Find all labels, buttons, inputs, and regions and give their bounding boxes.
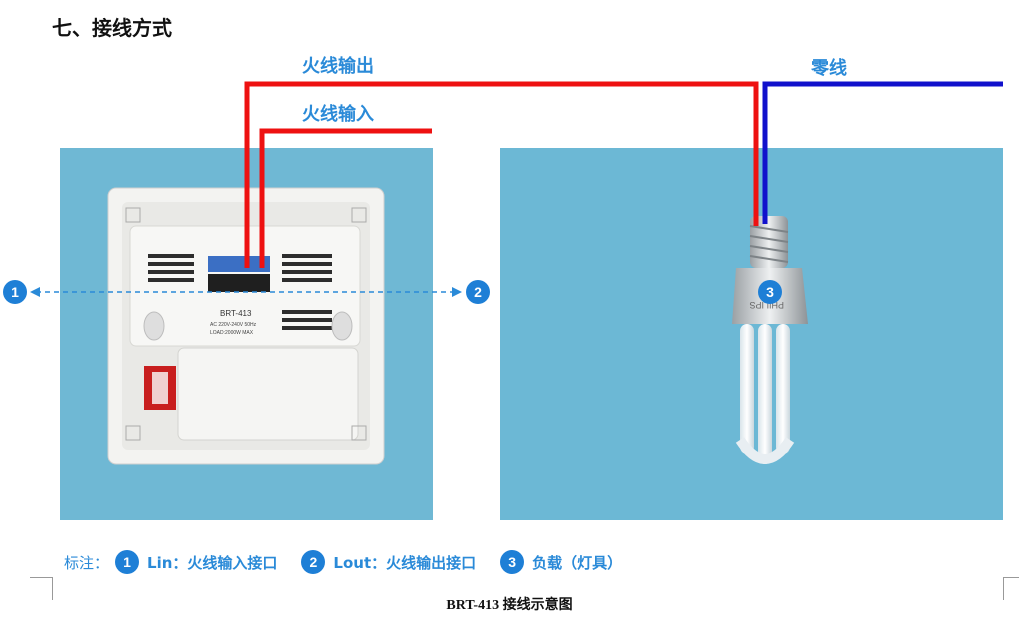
legend-item-1: 1 Lin：火线输入接口: [115, 550, 277, 574]
marker-2: 2: [466, 280, 490, 304]
label-neutral: 零线: [811, 58, 847, 79]
legend-prefix: 标注：: [64, 553, 110, 572]
wire-live-in: [259, 128, 432, 268]
legend-marker-1: 1: [115, 550, 140, 574]
legend-marker-2: 2: [301, 550, 326, 574]
legend-text-2: Lout：火线输出接口: [333, 553, 477, 572]
legend: 标注： 1 Lin：火线输入接口 2 Lout：火线输出接口 3 负载（灯具）: [64, 548, 640, 576]
marker-3: 3: [758, 280, 782, 304]
device-rating: AC 220V-240V 50Hz: [210, 322, 257, 328]
legend-text-3: 负载（灯具）: [532, 553, 623, 572]
legend-marker-3: 3: [500, 550, 525, 574]
wire-live-out: [244, 81, 759, 268]
arrow-left-head: [30, 287, 40, 297]
label-live-out: 火线输出: [302, 56, 374, 77]
legend-text-1: Lin：火线输入接口: [147, 553, 278, 572]
marker-1: 1: [3, 280, 27, 304]
arrow-right-head: [452, 287, 462, 297]
crop-mark-right: [1003, 577, 1019, 600]
figure-caption: BRT-413 接线示意图: [446, 598, 573, 613]
legend-item-2: 2 Lout：火线输出接口: [301, 550, 476, 574]
device-load: LOAD:2000W MAX: [210, 330, 254, 336]
device-model: BRT-413: [220, 309, 252, 318]
bulb-photo: PHILIPS: [500, 148, 1003, 520]
section-heading: 七、接线方式: [52, 16, 172, 40]
crop-mark-left: [30, 577, 53, 600]
bulb-brand: PHILIPS: [749, 300, 784, 310]
wire-neutral: [762, 81, 1003, 224]
switch-photo: BRT-413 AC 220V-240V 50Hz LOAD:2000W MAX: [60, 148, 433, 520]
label-live-in: 火线输入: [302, 104, 374, 125]
legend-item-3: 3 负载（灯具）: [500, 550, 622, 574]
